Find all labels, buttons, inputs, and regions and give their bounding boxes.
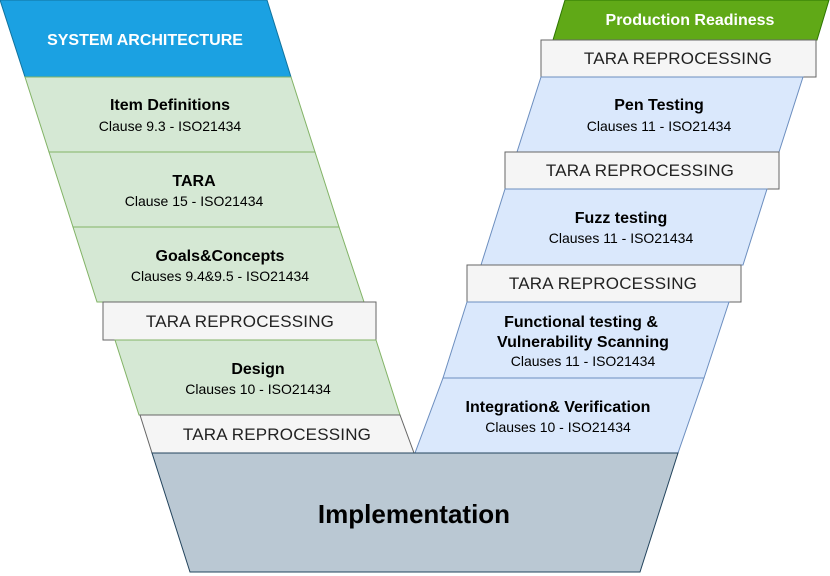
right-arm: Production Readiness TARA REPROCESSING P…: [414, 0, 830, 454]
vulnerability-scanning-title: Vulnerability Scanning: [497, 334, 669, 351]
item-definitions-title: Item Definitions: [110, 97, 230, 114]
item-definitions-clause: Clause 9.3 - ISO21434: [99, 118, 242, 134]
left-tara-reprocessing-1: [102, 301, 377, 341]
fuzz-testing-title: Fuzz testing: [575, 210, 667, 227]
right-tara-reprocessing-3: [466, 264, 742, 303]
right-tara-reprocessing-2-label: TARA REPROCESSING: [546, 161, 734, 180]
design-title: Design: [231, 361, 284, 378]
functional-testing-clause: Clauses 11 - ISO21434: [511, 353, 656, 369]
fuzz-testing-clause: Clauses 11 - ISO21434: [549, 230, 694, 246]
tara-title: TARA: [172, 173, 216, 190]
implementation-block: [151, 452, 679, 573]
design-clause: Clauses 10 - ISO21434: [185, 381, 331, 397]
goals-concepts-clause: Clauses 9.4&9.5 - ISO21434: [131, 268, 309, 284]
fuzz-testing-band: [480, 188, 768, 266]
right-tara-reprocessing-2: [504, 151, 780, 190]
integration-verification-clause: Clauses 10 - ISO21434: [485, 419, 631, 435]
production-readiness-label: Production Readiness: [606, 12, 775, 29]
right-tara-reprocessing-3-label: TARA REPROCESSING: [509, 274, 697, 293]
implementation-base: Implementation: [151, 452, 679, 573]
tara-clause: Clause 15 - ISO21434: [125, 193, 264, 209]
integration-verification-title: Integration& Verification: [466, 399, 651, 416]
production-readiness-header: [552, 0, 830, 41]
pen-testing-band: [516, 76, 804, 153]
right-tara-reprocessing-1: [540, 39, 817, 78]
right-tara-reprocessing-1-label: TARA REPROCESSING: [584, 49, 772, 68]
implementation-label: Implementation: [318, 499, 510, 529]
functional-testing-title: Functional testing &: [504, 314, 658, 331]
left-arm: SYSTEM ARCHITECTURE Item Definitions Cla…: [0, 0, 415, 454]
system-architecture-label: SYSTEM ARCHITECTURE: [47, 32, 243, 49]
left-tara-reprocessing-2-label: TARA REPROCESSING: [183, 425, 371, 444]
pen-testing-title: Pen Testing: [614, 97, 704, 114]
goals-concepts-title: Goals&Concepts: [156, 248, 285, 265]
left-tara-reprocessing-1-label: TARA REPROCESSING: [146, 312, 334, 331]
pen-testing-clause: Clauses 11 - ISO21434: [587, 118, 732, 134]
item-definitions-band: [24, 76, 316, 153]
